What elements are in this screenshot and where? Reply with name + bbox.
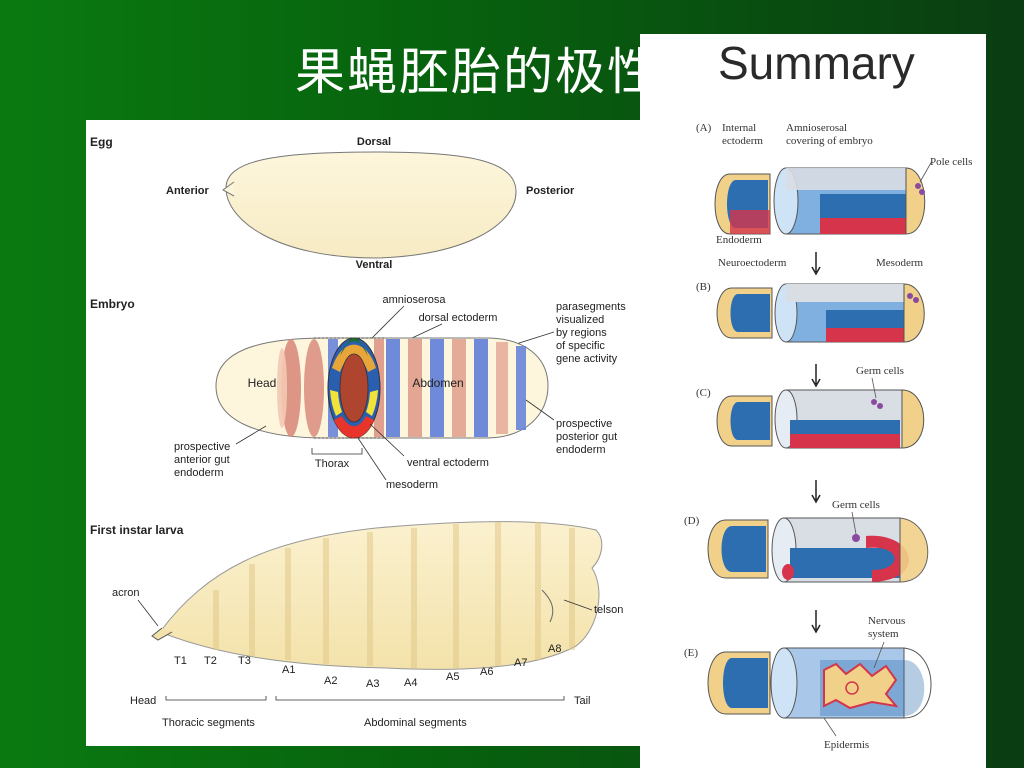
amnioserosa-label: amnioserosa <box>383 294 447 306</box>
head-label: Head <box>248 376 277 390</box>
svg-text:gene activity: gene activity <box>556 353 618 365</box>
svg-text:Nervous: Nervous <box>868 615 905 627</box>
germ-cells-label-c: Germ cells <box>856 365 904 377</box>
acron-mouthhooks <box>151 627 173 641</box>
svg-text:T3: T3 <box>238 655 251 667</box>
epidermis-label: Epidermis <box>824 739 869 751</box>
pole-cells-label: Pole cells <box>930 156 972 168</box>
svg-text:endoderm: endoderm <box>556 444 606 456</box>
germ-cells-label-d: Germ cells <box>832 499 880 511</box>
svg-text:A4: A4 <box>404 677 417 689</box>
svg-text:A8: A8 <box>548 643 561 655</box>
svg-text:A2: A2 <box>324 675 337 687</box>
summary-title: Summary <box>718 37 915 89</box>
svg-text:A6: A6 <box>480 666 493 678</box>
acron-label: acron <box>112 587 140 599</box>
egg-ventral-label: Ventral <box>356 259 393 271</box>
left-figure-panel: Egg Dorsal Ventral Anterior Posterior Em… <box>86 120 658 746</box>
summary-figure: (A) Internal ectoderm Amnioserosal cover… <box>684 122 972 751</box>
svg-text:of specific: of specific <box>556 340 605 352</box>
panel-d-label: (D) <box>684 515 700 527</box>
svg-text:Amnioserosal: Amnioserosal <box>786 122 847 134</box>
arrow-down-icon <box>811 610 821 634</box>
larva-segment-bands <box>213 522 575 668</box>
abdominal-segments-label: Abdominal segments <box>364 717 467 729</box>
summary-panel: Summary (A) Internal ectoderm Amnioseros… <box>640 34 986 768</box>
neuroectoderm-label: Neuroectoderm <box>718 257 787 269</box>
left-figure: Egg Dorsal Ventral Anterior Posterior Em… <box>90 135 626 729</box>
egg-shape <box>225 151 517 259</box>
egg-posterior-label: Posterior <box>526 185 575 197</box>
endoderm-label: Endoderm <box>716 234 762 246</box>
abdomen-label: Abdomen <box>412 376 463 390</box>
thoracic-segments-label: Thoracic segments <box>162 717 255 729</box>
mesoderm-label: mesoderm <box>386 479 438 491</box>
prospective-anterior-label: prospective anterior gut endoderm <box>174 441 230 479</box>
svg-text:system: system <box>868 628 899 640</box>
prospective-posterior-label: prospective posterior gut endoderm <box>556 418 617 456</box>
larva-body <box>159 521 603 670</box>
egg-heading: Egg <box>90 135 113 149</box>
svg-text:prospective: prospective <box>174 441 230 453</box>
abdominal-labels: A1 A2 A3 A4 A5 A6 A7 A8 <box>282 643 561 690</box>
embryo-heading: Embryo <box>90 297 135 311</box>
panel-b-label: (B) <box>696 281 711 293</box>
arrow-down-icon <box>811 252 821 276</box>
egg-anterior-label: Anterior <box>166 185 210 197</box>
summary-embryo-b <box>716 283 925 343</box>
mesoderm-label-summary: Mesoderm <box>876 257 923 269</box>
head-stripes <box>277 339 324 437</box>
svg-text:prospective: prospective <box>556 418 612 430</box>
abdominal-stripes <box>386 339 526 437</box>
svg-text:posterior gut: posterior gut <box>556 431 617 443</box>
thorax-label: Thorax <box>315 458 350 470</box>
dorsal-ectoderm-label: dorsal ectoderm <box>419 312 498 324</box>
arrow-down-icon <box>811 480 821 504</box>
larva-heading: First instar larva <box>90 523 184 537</box>
arrow-down-icon <box>811 364 821 388</box>
panel-c-label: (C) <box>696 387 711 399</box>
svg-text:Internal: Internal <box>722 122 756 134</box>
svg-text:by regions: by regions <box>556 327 607 339</box>
svg-text:covering of embryo: covering of embryo <box>786 135 873 147</box>
egg-micropyle <box>222 181 235 197</box>
svg-text:A7: A7 <box>514 657 527 669</box>
svg-text:T2: T2 <box>204 655 217 667</box>
summary-embryo-a <box>714 167 926 235</box>
summary-embryo-c <box>716 389 925 449</box>
panel-e-label: (E) <box>684 647 698 659</box>
parasegments-label: parasegments visualized by regions of sp… <box>556 301 626 365</box>
larva-head-label: Head <box>130 695 156 707</box>
larva-tail-label: Tail <box>574 695 591 707</box>
ventral-ectoderm-label: ventral ectoderm <box>407 457 489 469</box>
svg-text:anterior gut: anterior gut <box>174 454 230 466</box>
svg-text:ectoderm: ectoderm <box>722 135 763 147</box>
telson-label: telson <box>594 604 623 616</box>
slide-title: 果蝇胚胎的极性 <box>295 43 659 101</box>
egg-dorsal-label: Dorsal <box>357 136 391 148</box>
svg-text:parasegments: parasegments <box>556 301 626 313</box>
svg-text:T1: T1 <box>174 655 187 667</box>
svg-text:A1: A1 <box>282 664 295 676</box>
svg-text:A5: A5 <box>446 671 459 683</box>
svg-text:visualized: visualized <box>556 314 604 326</box>
panel-a-label: (A) <box>696 122 712 134</box>
cross-section-ring <box>327 337 381 439</box>
svg-text:endoderm: endoderm <box>174 467 224 479</box>
svg-text:A3: A3 <box>366 678 379 690</box>
thoracic-labels: T1 T2 T3 <box>174 655 251 667</box>
summary-embryo-d <box>707 517 929 583</box>
summary-embryo-e <box>707 647 932 719</box>
